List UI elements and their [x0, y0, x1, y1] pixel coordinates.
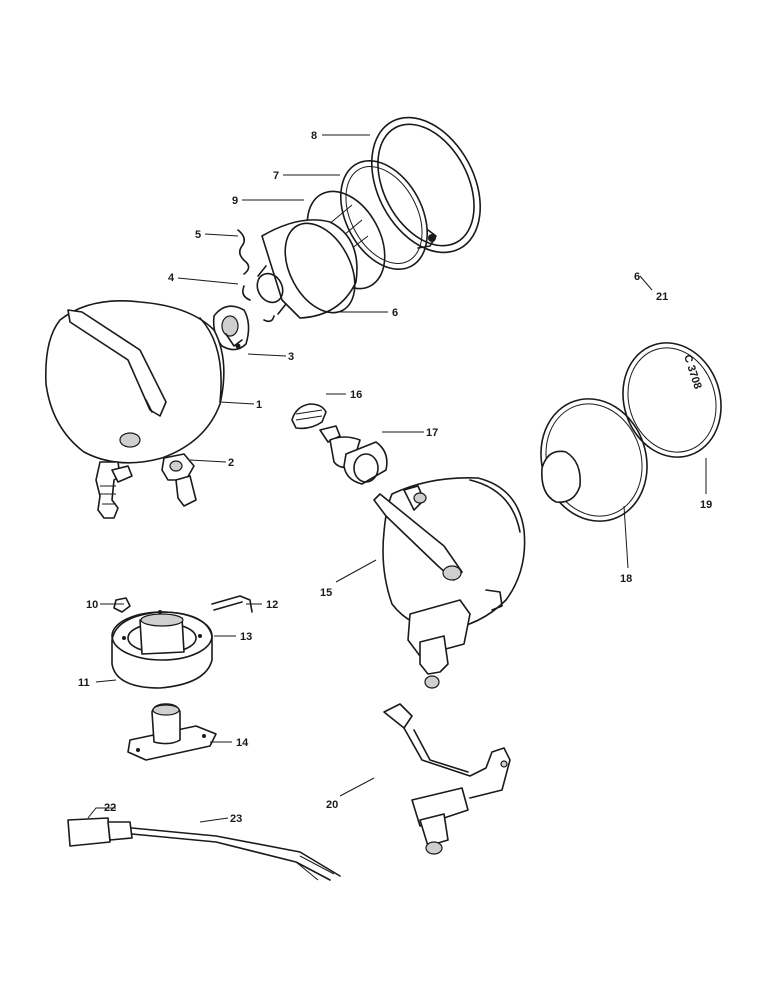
part-16-rubber-boot: [291, 403, 327, 430]
part-18-reflector: [540, 398, 648, 522]
part-17-toggle-switch: [319, 425, 388, 485]
part-15-lamp-body: [373, 477, 526, 689]
label-14: 14: [236, 737, 249, 749]
part-6-reflector: [256, 219, 358, 319]
label-21: 21: [656, 291, 668, 303]
label-11: 11: [78, 677, 90, 689]
part-2-switch: [161, 453, 197, 507]
part-19-lens: [622, 342, 722, 458]
label-2: 2: [228, 457, 234, 469]
label-15: 15: [320, 587, 332, 599]
label-17: 17: [426, 427, 438, 439]
label-18: 18: [620, 573, 632, 585]
label-23: 23: [230, 813, 242, 825]
label-4: 4: [168, 272, 175, 284]
part-1-lamp-body: [44, 300, 225, 519]
small-mark: 6: [634, 271, 640, 283]
part-10-nut: [113, 597, 131, 613]
label-13: 13: [240, 631, 252, 643]
label-22: 22: [104, 802, 116, 814]
label-20: 20: [326, 799, 338, 811]
part-12-pin: [211, 595, 253, 613]
label-12: 12: [266, 599, 278, 611]
label-8: 8: [311, 130, 317, 142]
part-5-spring-clip: [237, 229, 250, 275]
label-9: 9: [232, 195, 238, 207]
label-5: 5: [195, 229, 201, 241]
part-8-outer-rim: [370, 116, 482, 254]
label-6: 6: [392, 307, 398, 319]
part-11-13-swivel-base: [111, 610, 213, 689]
drawing-number: C 3708: [681, 353, 703, 390]
label-19: 19: [700, 499, 712, 511]
part-20-bracket: [383, 703, 511, 855]
leader-lines: [87, 134, 707, 823]
label-10: 10: [86, 599, 98, 611]
part-4-retaining-ring: [242, 285, 275, 323]
label-1: 1: [256, 399, 262, 411]
part-22-23-cable-connector: [67, 817, 341, 881]
label-3: 3: [288, 351, 294, 363]
part-14-mounting-plate: [127, 703, 217, 761]
part-7-sealing-ring: [339, 159, 429, 271]
label-16: 16: [350, 389, 362, 401]
label-7: 7: [273, 170, 279, 182]
